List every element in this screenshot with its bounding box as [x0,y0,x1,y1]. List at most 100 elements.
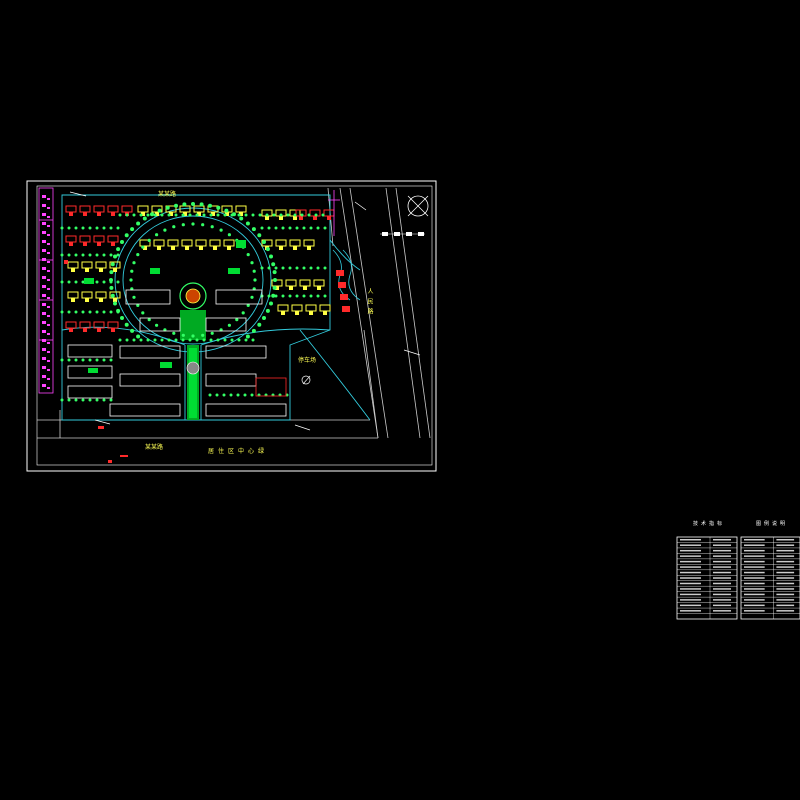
villa-building [107,205,119,213]
tree [95,253,99,257]
villa-building [323,209,335,217]
lot-mark [42,321,46,324]
lot-mark [42,375,46,378]
tree [102,253,106,257]
lot-mark [42,276,46,279]
table-cell-text [713,588,731,590]
lot-mark [47,378,50,380]
tree [273,278,277,282]
tree [174,338,178,342]
table-cell-text [680,555,701,557]
lot-mark [47,279,50,281]
table-technical-indicators [676,536,738,620]
villa-annex [213,246,217,250]
tree [174,203,178,208]
tree [281,294,285,298]
tree [110,262,115,267]
table-cell-text [776,544,795,546]
table-cell-text [680,577,701,579]
villa-building [95,291,107,299]
table-cell-text [776,571,795,574]
tree [113,301,117,306]
table-cell-text [744,571,765,574]
tree [146,338,150,342]
villa-annex [111,212,115,216]
table-cell-text [713,571,731,574]
tree [116,253,120,257]
tree [252,287,256,291]
lot-mark [47,360,50,362]
villa-building [79,205,91,213]
tree [132,295,136,299]
tree [120,240,124,244]
villa-annex [281,311,285,315]
tree [172,331,176,335]
table-cell-text [776,566,795,568]
parking-symbol-icon [301,375,311,385]
tree [102,358,106,362]
lot-mark [47,315,50,317]
tree [246,303,250,307]
villa-annex [323,311,327,315]
table-cell-text [776,555,795,557]
tree [210,331,214,335]
lot-mark [42,357,46,360]
lot-mark [42,249,46,252]
tree [81,253,85,257]
tree [257,322,262,327]
villa-building [67,291,79,299]
villa-annex [83,242,87,246]
tree [251,213,255,217]
villa-annex [183,212,187,216]
tree [239,216,244,221]
north-arrow-icon [407,195,429,217]
north-street-label: 某某路 [158,191,177,198]
villa-annex [289,286,293,290]
west-lot-strip [38,187,54,394]
tree [81,358,85,362]
lot-mark [47,252,50,254]
villa-annex [199,246,203,250]
tree [316,294,320,298]
villa-annex [279,216,283,220]
villa-annex [155,212,159,216]
lot-mark [47,234,50,236]
villa-annex [71,298,75,302]
villa-annex [317,286,321,290]
table-cell-text [680,599,701,601]
table-cell-text [680,566,701,568]
villa-building [277,304,289,312]
tree [60,253,64,257]
tree [216,338,220,342]
tree [223,338,227,342]
tree [146,213,150,217]
tree [309,226,313,230]
red-accent-marks [64,260,128,463]
villa-building [209,239,221,247]
tree [102,398,106,402]
villa-annex [111,328,115,332]
villa-building [67,261,79,269]
tree [260,226,264,230]
tree [124,322,129,327]
tree [323,294,327,298]
table-cell-text [680,544,701,546]
tree [195,213,199,217]
lot-mark [42,294,46,297]
tree [102,280,106,284]
tree [153,338,157,342]
tree [243,393,247,397]
villa-building [305,304,317,312]
villa-building [153,239,165,247]
tree [272,213,276,217]
lot-mark [42,195,46,198]
villa-building [235,205,247,213]
villa-building [223,239,235,247]
bottom-title-label: 居住区中心绿 [208,448,269,455]
tree [116,280,120,284]
scale-bar-icon [380,232,425,236]
tree [286,213,290,217]
tree [167,213,171,217]
tree [141,245,145,249]
tree [250,261,254,265]
